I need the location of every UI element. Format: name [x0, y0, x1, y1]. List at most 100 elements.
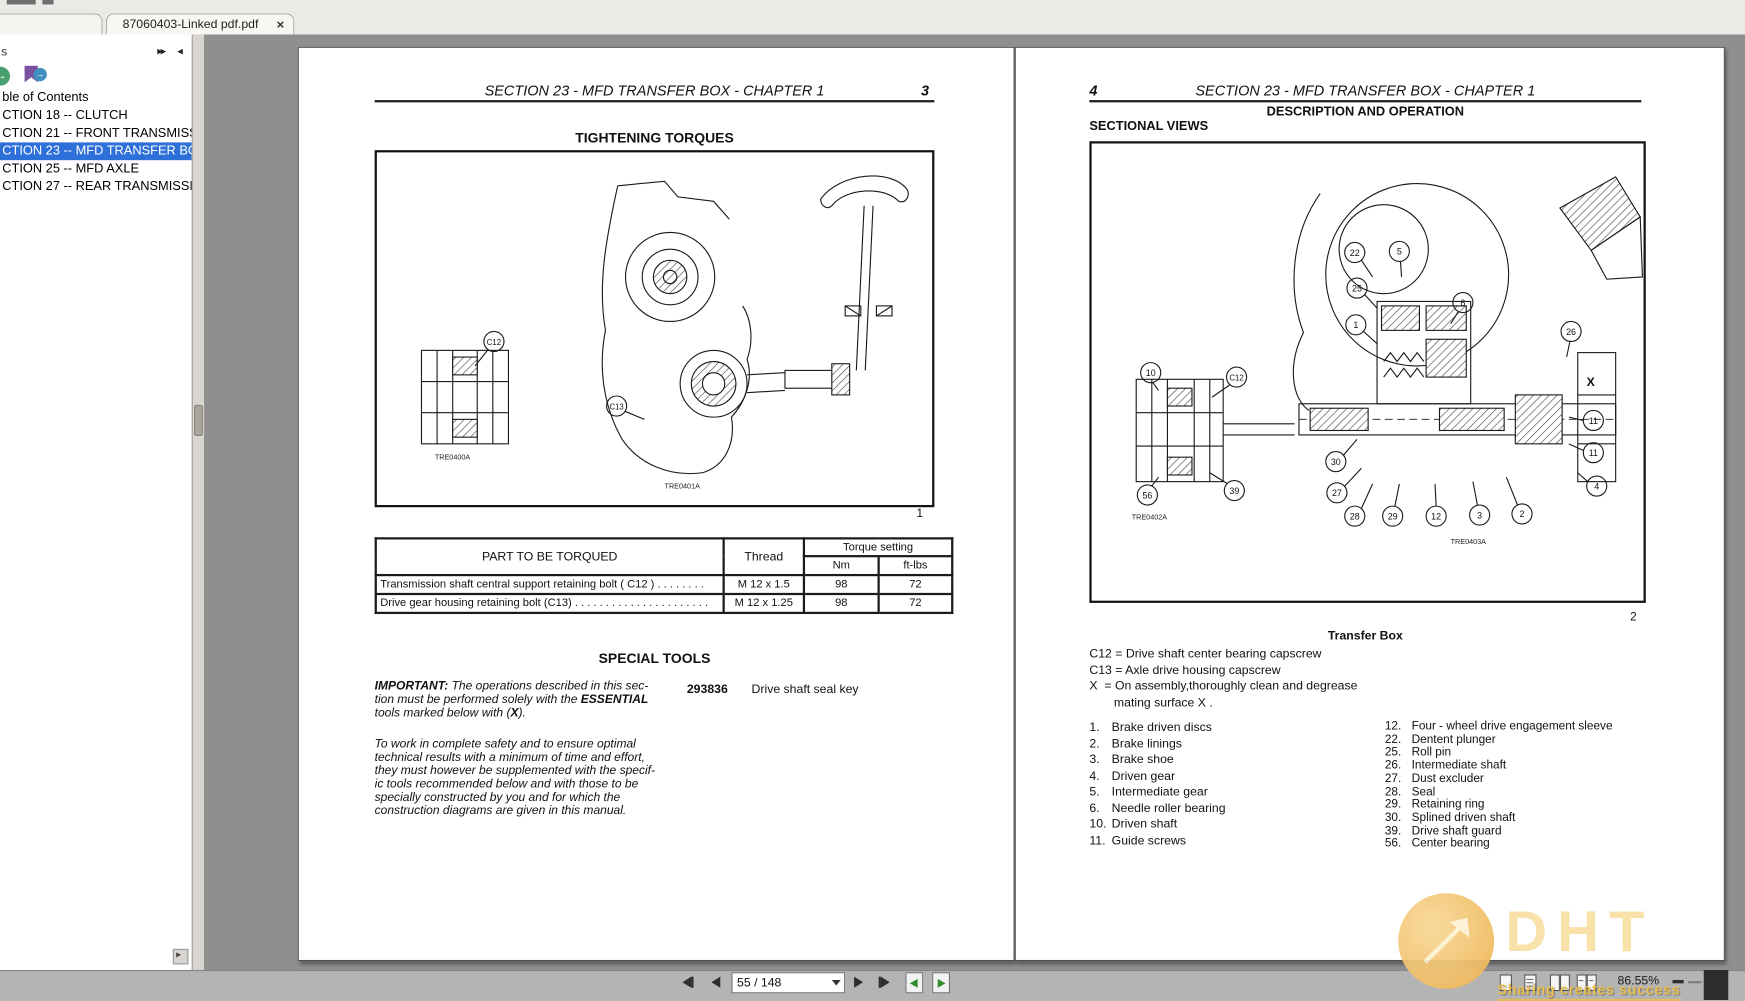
- page-number-input[interactable]: [734, 973, 827, 993]
- next-view-button[interactable]: [932, 972, 950, 994]
- horizontal-scroll-arrow[interactable]: ▸: [172, 948, 189, 965]
- figure2-legend: C12 = Drive shaft center bearing capscre…: [1089, 647, 1357, 712]
- page3-title: TIGHTENING TORQUES: [575, 130, 734, 146]
- tab-bar: 87060403-Linked pdf.pdf ×: [0, 0, 1745, 36]
- last-page-button[interactable]: [878, 973, 890, 990]
- torque-row-ftlbs: 72: [877, 573, 954, 596]
- bookmarks-toolbar: → →: [0, 65, 192, 90]
- first-page-icon: [682, 976, 692, 988]
- parts-list-item: 12.Four - wheel drive engagement sleeve: [1384, 719, 1613, 734]
- figure2-number: 2: [1630, 610, 1637, 625]
- torque-row-thread: M 12 x 1.25: [722, 592, 806, 615]
- inactive-document-tab[interactable]: [0, 13, 103, 36]
- figure2-callout: 39: [1229, 486, 1239, 496]
- figure2-callout: 22: [1350, 248, 1360, 258]
- sidebar-item-section-23-mfd-transfer-box[interactable]: CTION 23 -- MFD TRANSFER BOX: [0, 142, 192, 161]
- single-page-view-icon[interactable]: [1496, 973, 1514, 992]
- watermark-letters: DHT: [1505, 899, 1655, 965]
- goto-bookmark-icon[interactable]: →: [33, 67, 47, 82]
- tab-close-icon[interactable]: ×: [276, 16, 285, 33]
- next-page-button[interactable]: [854, 973, 864, 990]
- torque-table-wrap: PART TO BE TORQUED Thread Torque setting…: [374, 537, 954, 615]
- torque-row-nm: 98: [802, 592, 880, 615]
- tool-name: Drive shaft seal key: [751, 682, 859, 697]
- figure2-callout: 12: [1431, 511, 1441, 521]
- parts-list-item: 25.Roll pin: [1384, 745, 1452, 760]
- figure2-x-label: X: [1587, 375, 1596, 389]
- first-page-button[interactable]: [682, 973, 694, 990]
- two-page-continuous-view-icon[interactable]: [1576, 973, 1597, 992]
- figure2-callout: 10: [1146, 368, 1156, 378]
- zoom-slider[interactable]: [1688, 981, 1702, 984]
- zoom-out-button[interactable]: [1672, 979, 1684, 984]
- figure2-callout: 27: [1332, 488, 1342, 498]
- figure2-callout: 5: [1397, 247, 1402, 257]
- parts-list-item: 39.Drive shaft guard: [1384, 823, 1502, 838]
- two-page-view-icon[interactable]: [1549, 973, 1570, 992]
- sidebar-item-section-21-front-transmission[interactable]: CTION 21 -- FRONT TRANSMISSION: [2, 126, 192, 141]
- torque-row-ftlbs: 72: [877, 592, 954, 615]
- previous-page-button[interactable]: [711, 973, 721, 990]
- parts-list-item: 27.Dust excluder: [1384, 771, 1484, 786]
- clipped-menu-text: [42, 0, 54, 5]
- sidebar-item-table-of-contents[interactable]: ble of Contents: [2, 91, 89, 105]
- chevron-down-icon[interactable]: [831, 979, 841, 986]
- torque-table-row: Drive gear housing retaining bolt (C13) …: [374, 592, 954, 615]
- panel-scrollbar-thumb[interactable]: [194, 404, 203, 437]
- torque-row-nm: 98: [802, 573, 880, 596]
- parts-list-item: 4.Driven gear: [1089, 769, 1176, 783]
- parts-list-item: 11.Guide screws: [1089, 833, 1186, 848]
- panel-title-fragment: s: [1, 45, 8, 59]
- torque-table-thread-header: Thread: [722, 537, 806, 577]
- legend-line-x2: mating surface X .: [1113, 695, 1213, 710]
- figure2-callout: 25: [1352, 283, 1362, 293]
- last-page-bar: [878, 976, 881, 988]
- collapse-panel-icon[interactable]: ▸▸: [157, 45, 166, 58]
- parts-list-item: 30.Splined driven shaft: [1384, 810, 1516, 825]
- parts-list-item: 5.Intermediate gear: [1089, 785, 1208, 799]
- page4-header-rule: [1089, 100, 1642, 103]
- figure2-caption-right: TRE0403A: [1451, 537, 1487, 546]
- page-number-combo[interactable]: [731, 972, 846, 994]
- sidebar-item-section-27-rear-transmission[interactable]: CTION 27 -- REAR TRANSMISSION: [2, 180, 192, 194]
- torque-row-part: Transmission shaft central support retai…: [374, 573, 725, 596]
- figure1-caption-left: TRE0400A: [435, 452, 471, 461]
- previous-view-button[interactable]: [905, 972, 924, 994]
- active-document-tab[interactable]: 87060403-Linked pdf.pdf ×: [105, 13, 295, 36]
- zoom-slider-handle[interactable]: [1703, 969, 1729, 1001]
- transfer-box-tool-diagram: C12 C13 TRE0400A TRE0401A: [420, 175, 909, 490]
- continuous-view-icon[interactable]: [1521, 973, 1539, 992]
- parts-list-left: 1.Brake driven discs 2.Brake linings 3.B…: [1089, 720, 1225, 849]
- parts-list-right: 12.Four - wheel drive engagement sleeve …: [1384, 719, 1613, 851]
- sidebar-item-section-18-clutch[interactable]: CTION 18 -- CLUTCH: [2, 109, 128, 123]
- parts-list-item: 1.Brake driven discs: [1089, 720, 1212, 735]
- next-page-icon: [854, 976, 864, 988]
- first-page-bar: [691, 976, 694, 988]
- previous-page-icon: [711, 976, 721, 988]
- clipped-menu-text: [6, 0, 36, 5]
- sidebar-item-section-25-mfd-axle[interactable]: CTION 25 -- MFD AXLE: [2, 162, 140, 176]
- page4-section-title: DESCRIPTION AND OPERATION: [1266, 105, 1465, 120]
- figure2-callout: 4: [1594, 481, 1599, 491]
- torque-table-ftlbs-header: ft-lbs: [877, 555, 954, 577]
- watermark-logo-circle: [1398, 893, 1495, 989]
- figure2-callout: C12: [1229, 373, 1243, 382]
- figure2-callout: 2: [1520, 509, 1525, 519]
- parts-list-item: 10.Driven shaft: [1089, 817, 1178, 831]
- panel-divider[interactable]: [191, 34, 206, 970]
- figure1-number: 1: [916, 507, 924, 521]
- parts-list-item: 6.Needle roller bearing: [1089, 801, 1226, 815]
- figure2-callout: 1: [1353, 320, 1358, 330]
- expand-bookmark-icon[interactable]: →: [0, 66, 11, 86]
- watermark-arrow-icon: [1423, 917, 1470, 964]
- torque-row-part: Drive gear housing retaining bolt (C13) …: [374, 592, 725, 615]
- zoom-level: 86.55%: [1617, 974, 1660, 988]
- tool-code: 293836: [686, 682, 728, 697]
- next-view-icon: [937, 978, 946, 988]
- figure2-callout: 56: [1142, 490, 1152, 500]
- figure2-callout: 3: [1477, 510, 1482, 520]
- sectional-views-figure: 22 5 25 6 1 26 11 11 4 30 27 28 29 12 3 …: [1089, 141, 1646, 603]
- page3-header-rule: [374, 100, 935, 103]
- torque-table-nm-header: Nm: [802, 555, 880, 577]
- dock-panel-icon[interactable]: ◂: [177, 45, 183, 58]
